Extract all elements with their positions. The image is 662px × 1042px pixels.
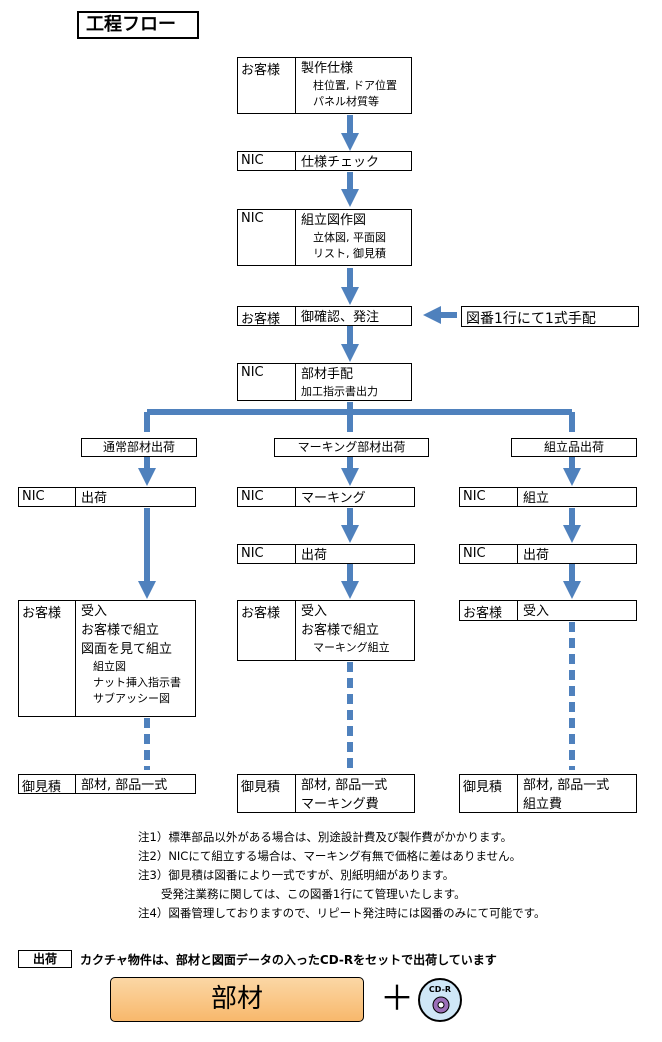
step-main: 製作仕様: [301, 61, 354, 76]
note-3: 注3）御見積は図番により一式ですが、別紙明細があります。: [138, 868, 455, 882]
role-label: お客様: [238, 601, 296, 660]
step-main: 受入: [523, 604, 550, 619]
role-label: お客様: [460, 601, 518, 621]
cd-icon: CD-R: [418, 978, 462, 1022]
step-main: 組立: [523, 491, 550, 506]
assembly-ship: NIC 出荷: [459, 544, 637, 564]
step-main: 御確認、発注: [301, 310, 380, 325]
step-main: 部材手配: [301, 367, 354, 382]
role-label: NIC: [19, 488, 76, 506]
standard-receive: お客様 受入 お客様で組立 図面を見て組立 組立図 ナット挿入指示書 サブアッシ…: [18, 600, 196, 717]
order-note: 図番1行にて1式手配: [461, 306, 639, 327]
step-sub: マーキング組立: [313, 641, 390, 654]
page-title: 工程フロー: [77, 11, 199, 39]
step-check: NIC 仕様チェック: [237, 151, 412, 171]
note-4: 注4）図番管理しておりますので、リピート発注時には図番のみにて可能です。: [138, 906, 546, 920]
role-label: NIC: [238, 364, 296, 400]
part-box: 部材: [110, 977, 364, 1022]
marking-ship: NIC 出荷: [237, 544, 415, 564]
step-drawing: NIC 組立図作図 立体図, 平面図 リスト, 御見積: [237, 209, 412, 266]
shipping-text: カクチャ物件は、部材と図面データの入ったCD-Rをセットで出荷しています: [80, 953, 497, 967]
plus-sign: ＋: [380, 979, 414, 1019]
step-order: お客様 御確認、発注: [237, 306, 412, 327]
step-main: 部材, 部品一式: [523, 778, 610, 793]
step-main: 組立図作図: [301, 213, 367, 228]
role-label: NIC: [238, 488, 296, 506]
step-sub: パネル材質等: [313, 95, 379, 108]
marking-mark: NIC マーキング: [237, 487, 415, 507]
step-sub: 立体図, 平面図: [313, 231, 386, 244]
note-3-cont: 受発注業務に関しては、この図番1行にて管理いたします。: [138, 887, 466, 901]
step-sub: 組立図: [93, 660, 126, 673]
step-main: 部材, 部品一式: [81, 778, 168, 793]
header-assembly: 組立品出荷: [511, 438, 637, 457]
role-label: 御見積: [19, 775, 76, 795]
step-main: 受入: [81, 604, 108, 619]
cd-label: CD-R: [429, 985, 451, 994]
step-sub: ナット挿入指示書: [93, 676, 181, 689]
note-1: 注1）標準部品以外がある場合は、別途設計費及び製作費がかかります。: [138, 830, 513, 844]
step-main: 受入: [301, 604, 328, 619]
header-marking: マーキング部材出荷: [274, 438, 429, 457]
step-main: マーキング費: [301, 797, 379, 812]
role-label: お客様: [238, 307, 296, 327]
role-label: お客様: [238, 58, 296, 113]
standard-ship: NIC 出荷: [18, 487, 196, 507]
step-main: お客様で組立: [301, 623, 380, 638]
step-main: 仕様チェック: [301, 155, 380, 170]
marking-receive: お客様 受入 お客様で組立 マーキング組立: [237, 600, 415, 661]
assembly-assemble: NIC 組立: [459, 487, 637, 507]
step-main: マーキング: [301, 491, 366, 506]
step-sub: リスト, 御見積: [313, 247, 386, 260]
role-label: 御見積: [238, 775, 296, 812]
step-arrange: NIC 部材手配 加工指示書出力: [237, 363, 412, 401]
header-standard: 通常部材出荷: [81, 438, 197, 457]
step-main: 出荷: [81, 491, 108, 506]
assembly-receive: お客様 受入: [459, 600, 637, 621]
step-main: 出荷: [523, 548, 550, 563]
marking-estimate: 御見積 部材, 部品一式 マーキング費: [237, 774, 415, 813]
role-label: NIC: [238, 210, 296, 265]
role-label: お客様: [19, 601, 76, 716]
step-main: 図面を見て組立: [81, 642, 173, 657]
step-sub: 加工指示書出力: [301, 385, 378, 398]
step-sub: 柱位置, ドア位置: [313, 79, 397, 92]
step-main: お客様で組立: [81, 623, 160, 638]
assembly-estimate: 御見積 部材, 部品一式 組立費: [459, 774, 637, 813]
role-label: NIC: [238, 545, 296, 563]
role-label: NIC: [460, 488, 518, 506]
note-2: 注2）NICにて組立する場合は、マーキング有無で価格に差はありません。: [138, 849, 522, 863]
role-label: NIC: [460, 545, 518, 563]
standard-estimate: 御見積 部材, 部品一式: [18, 774, 196, 795]
step-main: 部材, 部品一式: [301, 778, 388, 793]
shipping-label: 出荷: [18, 950, 72, 968]
role-label: NIC: [238, 152, 296, 170]
step-main: 組立費: [523, 797, 563, 812]
step-main: 出荷: [301, 548, 328, 563]
role-label: 御見積: [460, 775, 518, 812]
step-spec: お客様 製作仕様 柱位置, ドア位置 パネル材質等: [237, 57, 412, 114]
step-sub: サブアッシー図: [93, 692, 170, 705]
